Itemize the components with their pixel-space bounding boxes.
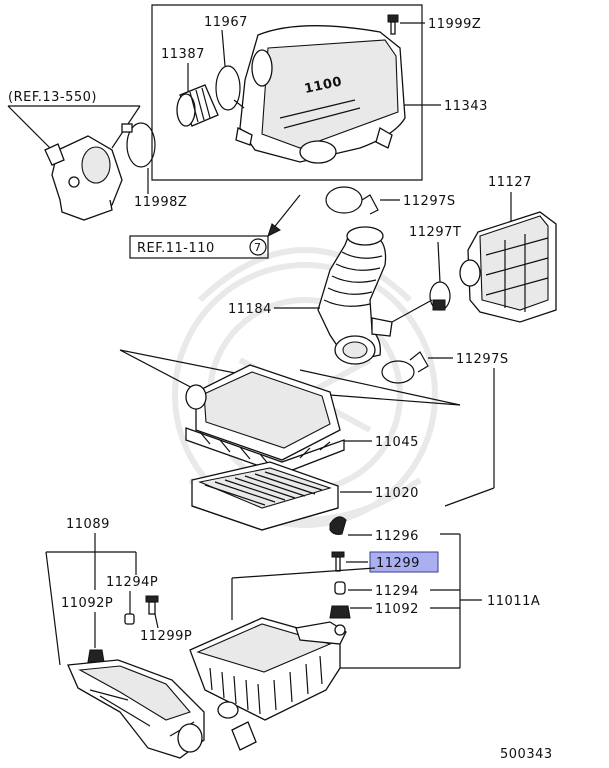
label-11092: 11092: [375, 602, 419, 617]
label-11967: 11967: [204, 15, 248, 30]
label-11299[interactable]: 11299: [376, 556, 420, 571]
label-11999z: 11999Z: [428, 17, 481, 32]
grommet-11294p[interactable]: [124, 613, 135, 625]
highlight-box-11299: [369, 551, 439, 573]
ref-11-110-tag[interactable]: REF.11-110 7: [129, 235, 269, 259]
hose-11387[interactable]: [176, 84, 219, 127]
label-ref-13-550: (REF.13-550): [8, 90, 97, 105]
bolt-11999z[interactable]: [387, 14, 399, 35]
label-11020: 11020: [375, 486, 419, 501]
label-11092p: 11092P: [61, 596, 113, 611]
label-11011a: 11011A: [487, 594, 540, 609]
air-duct-11184[interactable]: [317, 226, 393, 365]
intake-cover-11343[interactable]: 1100: [235, 25, 406, 164]
label-ref-11-110-num: 7: [254, 241, 262, 254]
diagram-id: 500343: [500, 747, 553, 762]
label-ref-11-110: REF.11-110: [137, 241, 215, 256]
label-11045: 11045: [375, 435, 419, 450]
clamp-11998z[interactable]: [121, 122, 156, 168]
label-11184: 11184: [228, 302, 272, 317]
cover-inlet-stub: [251, 49, 273, 87]
resonator-11127[interactable]: [459, 211, 557, 323]
air-cleaner-case-11011a[interactable]: [189, 617, 347, 751]
mount-11092[interactable]: [329, 605, 351, 619]
label-11299p: 11299P: [140, 629, 192, 644]
filter-element-11020[interactable]: [191, 461, 339, 531]
label-11297s-bottom: 11297S: [456, 352, 509, 367]
label-11343: 11343: [444, 99, 488, 114]
label-11089: 11089: [66, 517, 110, 532]
clamp-11967[interactable]: [215, 65, 245, 111]
clamp-11297t[interactable]: [429, 281, 451, 311]
throttle-body-ref[interactable]: [44, 135, 123, 221]
arrow-ref-11-110: [267, 223, 281, 237]
label-11294p: 11294P: [106, 575, 158, 590]
clamp-11297s-bottom[interactable]: [381, 351, 429, 384]
bolt-11299[interactable]: [331, 551, 345, 572]
clip-11296[interactable]: [329, 516, 347, 535]
mount-11092p[interactable]: [87, 649, 105, 663]
label-11296: 11296: [375, 529, 419, 544]
air-cleaner-cover-11045[interactable]: [185, 364, 345, 475]
label-11127: 11127: [488, 175, 532, 190]
label-11297s-top: 11297S: [403, 194, 456, 209]
label-11294: 11294: [375, 584, 419, 599]
label-11297t: 11297T: [409, 225, 461, 240]
label-11998z: 11998Z: [134, 195, 187, 210]
bolt-11299p[interactable]: [145, 595, 159, 615]
group-box-top: [151, 4, 423, 181]
clamp-11297s-top[interactable]: [325, 186, 379, 215]
air-inlet-duct-11089[interactable]: [67, 659, 205, 759]
grommet-11294[interactable]: [334, 581, 346, 595]
label-11387: 11387: [161, 47, 205, 62]
